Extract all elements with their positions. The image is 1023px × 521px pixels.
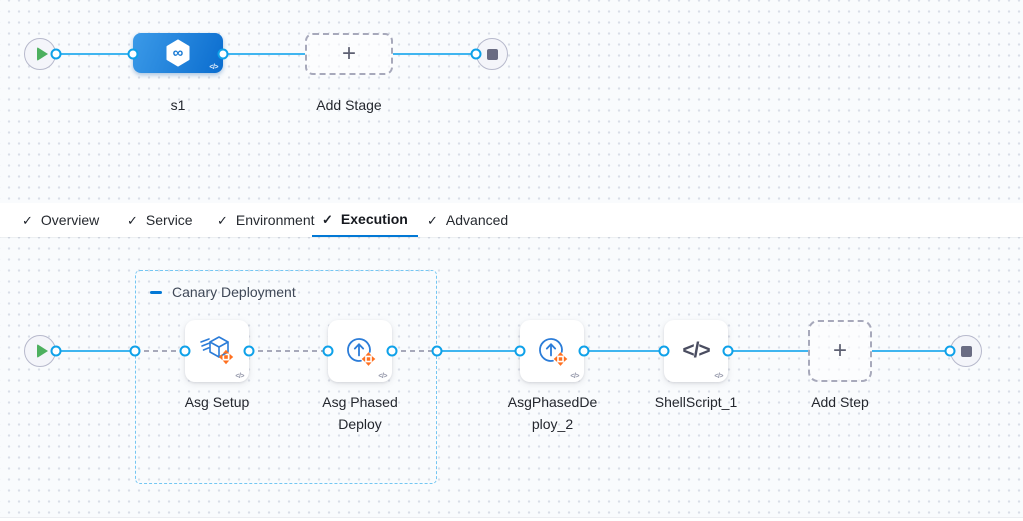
connector-line [56,350,135,352]
connector-port[interactable] [243,345,255,357]
asg-setup-icon [200,336,234,365]
tab-label: Overview [40,212,100,228]
connector-port[interactable] [179,345,191,357]
connector-port[interactable] [322,345,334,357]
stage-name-label[interactable]: s1 [170,97,186,113]
play-icon [36,47,48,61]
stage-config-tabs: ✓ Overview ✓ Service ✓ Environment ✓ Exe… [0,203,1023,237]
infinity-icon: ∞ [173,45,184,62]
yaml-code-icon: </> [235,373,244,380]
step-name-label[interactable]: AsgPhasedDeploy_2 [507,394,598,432]
connector-line [872,350,950,352]
connector-line [728,350,808,352]
tab-label: Service [145,212,193,228]
stage-canvas: ∞ </> + s1 Add Stage [0,0,1023,203]
tab-label: Environment [235,212,315,228]
tab-execution[interactable]: ✓ Execution [312,203,418,237]
bottom-panel-edge [0,517,1023,521]
check-icon: ✓ [217,212,228,228]
connector-line [584,350,664,352]
check-icon: ✓ [322,211,333,227]
tab-environment[interactable]: ✓ Environment [207,203,325,237]
tab-label: Advanced [445,212,509,228]
asg-phased-deploy-icon [539,338,568,366]
check-icon: ✓ [127,212,138,228]
connector-port[interactable] [127,48,139,60]
yaml-code-icon: </> [209,64,218,71]
step-group-canary-deployment[interactable]: Canary Deployment [135,270,437,484]
connector-port[interactable] [50,48,62,60]
connector-port[interactable] [470,48,482,60]
connector-line-dashed [392,350,437,352]
plus-icon: + [341,40,356,67]
step-asg-phased-deploy-2[interactable]: </> [520,320,584,382]
collapse-group-icon[interactable] [150,290,162,294]
shell-script-icon: </> [682,339,710,362]
add-step-button[interactable]: + [808,320,872,382]
tab-label: Execution [340,211,408,227]
check-icon: ✓ [22,212,33,228]
group-header: Canary Deployment [150,284,296,300]
play-icon [36,344,48,358]
connector-line [223,53,305,55]
connector-port[interactable] [50,345,62,357]
connector-port[interactable] [129,345,141,357]
connector-line [56,53,133,55]
tab-advanced[interactable]: ✓ Advanced [417,203,518,237]
step-name-label[interactable]: ShellScript_1 [654,394,738,410]
step-asg-setup[interactable]: </> [185,320,249,382]
connector-line-dashed [135,350,185,352]
deploy-stage-icon: ∞ [166,39,190,67]
connector-port[interactable] [386,345,398,357]
stop-icon [960,345,972,357]
step-name-label[interactable]: Asg Phased Deploy [322,394,398,432]
add-stage-button[interactable]: + [305,33,393,75]
connector-line [393,53,476,55]
stop-icon [486,48,498,60]
connector-port[interactable] [944,345,956,357]
connector-port[interactable] [578,345,590,357]
connector-port[interactable] [514,345,526,357]
add-stage-label[interactable]: Add Stage [316,97,382,113]
connector-port[interactable] [658,345,670,357]
step-asg-phased-deploy[interactable]: </> [328,320,392,382]
step-name-label[interactable]: Asg Setup [184,394,250,410]
yaml-code-icon: </> [714,373,723,380]
connector-port[interactable] [722,345,734,357]
stage-node-s1[interactable]: ∞ </> [133,33,223,73]
asg-phased-deploy-icon [347,338,376,366]
connector-port[interactable] [217,48,229,60]
yaml-code-icon: </> [570,373,579,380]
yaml-code-icon: </> [378,373,387,380]
check-icon: ✓ [427,212,438,228]
group-title: Canary Deployment [172,284,296,300]
step-shellscript-1[interactable]: </> </> [664,320,728,382]
connector-line [437,350,520,352]
connector-port[interactable] [431,345,443,357]
tab-service[interactable]: ✓ Service [117,203,203,237]
plus-icon: + [832,337,847,364]
add-step-label[interactable]: Add Step [811,394,869,410]
connector-line-dashed [249,350,328,352]
tab-overview[interactable]: ✓ Overview [12,203,109,237]
